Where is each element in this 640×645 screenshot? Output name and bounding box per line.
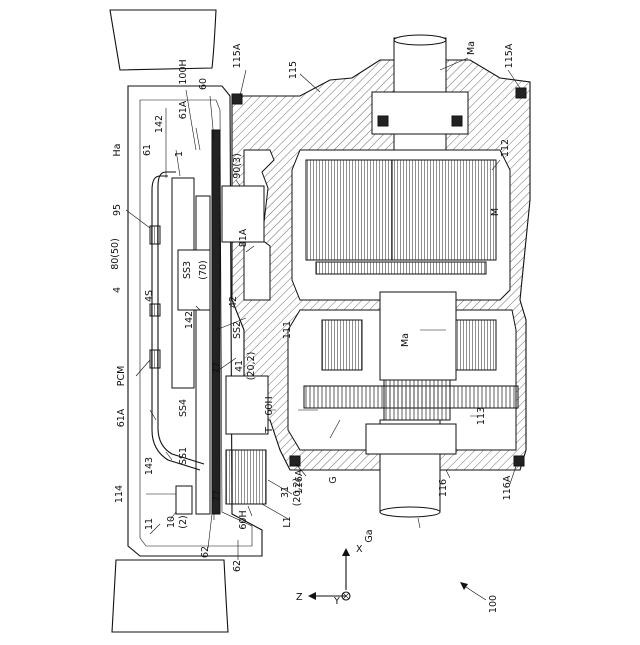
bolt-115a-left <box>232 94 242 104</box>
label-ss4: SS4 <box>178 399 189 417</box>
coil-right <box>456 320 496 370</box>
label-115a-right: 115A <box>504 43 515 68</box>
label-ga: Ga <box>364 529 375 542</box>
label-axis-y: Y <box>333 596 340 607</box>
label-ss3: SS3 <box>182 261 193 279</box>
label-41: 41 <box>234 360 245 372</box>
label-61a-top: 61A <box>178 100 189 119</box>
label-11: 11 <box>144 518 155 530</box>
terminal-60h <box>226 376 268 434</box>
label-10: 10 <box>166 516 177 528</box>
label-ref-100: 100 <box>488 595 499 613</box>
label-111: 111 <box>282 321 293 339</box>
label-80-50: 80(50) <box>110 238 121 270</box>
label-ss2: SS2 <box>232 321 243 339</box>
label-115a-left: 115A <box>232 43 243 68</box>
label-20-2-top: (20,2) <box>246 352 257 381</box>
label-pcm: PCM <box>116 366 127 387</box>
label-62-a: 62 <box>200 546 211 558</box>
label-g: G <box>328 476 339 483</box>
label-31: 31 <box>280 486 291 498</box>
bearing-top-inner-2 <box>452 116 462 126</box>
label-115: 115 <box>288 61 299 79</box>
label-143: 143 <box>144 457 155 475</box>
bolt-116a-left <box>290 456 300 466</box>
bolt-115a-right <box>516 88 526 98</box>
label-81a: 81A <box>238 228 249 247</box>
gear-hub <box>384 380 450 420</box>
label-61a-left: 61A <box>116 408 127 427</box>
label-60h-bot: 60H <box>238 510 249 529</box>
label-112: 112 <box>500 139 511 157</box>
bearing-top-inner <box>378 116 388 126</box>
capacitor-bottom <box>226 450 266 504</box>
label-4s: 4S <box>144 290 155 302</box>
label-axis-x: X <box>356 544 363 555</box>
label-axis-z: Z <box>296 592 303 603</box>
bolt-116a-right <box>514 456 524 466</box>
label-77-bot: 77 <box>212 490 223 502</box>
rotor-band <box>316 262 486 274</box>
shaft-ga-end <box>380 507 440 517</box>
label-142-top: 142 <box>154 115 165 133</box>
label-1: 1 <box>174 151 185 157</box>
label-2: (2) <box>178 515 189 528</box>
label-77-top: 77 <box>212 362 223 374</box>
label-20-2-bot: (20,2) <box>292 478 303 507</box>
shaft-ma-mid <box>380 292 456 380</box>
part-11 <box>176 486 192 514</box>
ref-100-arrowhead <box>460 582 468 590</box>
label-61: 61 <box>142 144 153 156</box>
label-t: T <box>264 427 275 434</box>
label-90-3: 90(3) <box>232 153 243 179</box>
label-114: 114 <box>114 485 125 503</box>
label-ma-mid: Ma <box>400 333 411 347</box>
frame-top-left <box>110 10 216 70</box>
label-m: M <box>490 208 501 216</box>
board-inner <box>196 196 210 514</box>
board-vertical <box>212 130 220 514</box>
shaft-ma-top-end <box>394 35 446 45</box>
label-4: 4 <box>112 287 123 293</box>
frame-bottom-left <box>112 560 228 632</box>
label-62-b: 62 <box>232 560 243 572</box>
label-ma-top: Ma <box>466 41 477 55</box>
label-70: (70) <box>198 260 209 280</box>
axis-x-arrow <box>342 548 350 556</box>
axis-z-arrow <box>308 592 316 600</box>
label-60: 60 <box>198 78 209 90</box>
label-100h-top: 100H <box>178 59 189 84</box>
coil-left <box>322 320 362 370</box>
bearing-top <box>372 92 468 134</box>
bearing-bottom <box>366 424 456 454</box>
label-116a-right: 116A <box>502 475 513 500</box>
label-ha: Ha <box>112 144 123 157</box>
label-ss1: SS1 <box>178 447 189 465</box>
label-142-mid: 142 <box>184 311 195 329</box>
label-95: 95 <box>112 204 123 216</box>
label-113: 113 <box>476 407 487 425</box>
label-42: 42 <box>228 296 239 308</box>
label-60h-mid: 60H <box>264 396 275 415</box>
label-l1: L1 <box>282 516 293 527</box>
label-116: 116 <box>438 479 449 497</box>
stator-m <box>306 160 496 260</box>
